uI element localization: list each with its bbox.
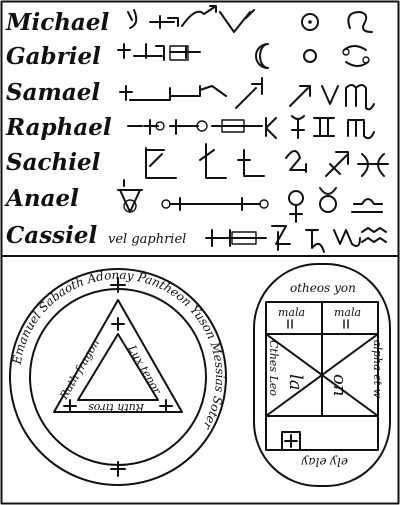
libra-sigil-icon	[351, 198, 383, 213]
oval-left-side: Cthes Leo	[267, 340, 280, 396]
angel-name-gabriel: Gabriel	[6, 43, 101, 70]
aquarius-sigil-icon	[361, 227, 387, 243]
anael-sigil-icon	[117, 179, 143, 213]
saturn-sigil-icon	[271, 225, 291, 251]
angel-name-samael: Samael	[6, 79, 100, 106]
saturn-glyph-icon	[305, 229, 325, 253]
angel-name-michael: Michael	[5, 9, 109, 36]
sagittarius-sigil-icon	[325, 151, 349, 177]
oval-seal: otheos yon mala mala Cthes Leo alpha et …	[253, 263, 391, 487]
jupiter-sigil-icon	[285, 150, 307, 173]
leo-sigil-icon	[347, 11, 373, 33]
oval-bottom-text: ely elay	[301, 455, 348, 469]
round-seal-inner-ring	[29, 288, 207, 466]
gabriel-sigil-icon	[117, 43, 201, 61]
anael-line-icon	[169, 197, 261, 211]
round-seal: Emanuel Sabaoth Adonay Pantheon Yuson Me…	[9, 268, 227, 486]
gemini-sigil-icon	[313, 117, 335, 137]
oval-left-cell: mala	[278, 306, 305, 319]
rune-l-icon	[199, 143, 227, 179]
sachiel-sigil-icon	[145, 147, 177, 179]
angel-name-sachiel: Sachiel	[6, 149, 101, 176]
rune-k-icon	[265, 117, 277, 139]
oval-top-text: otheos yon	[290, 281, 356, 295]
mars-glyph-icon	[289, 85, 311, 107]
cross-icon-center	[111, 317, 125, 331]
rune-l2-icon	[237, 149, 265, 177]
mars-sigil-icon	[181, 5, 217, 27]
cross-icon-right	[159, 399, 173, 413]
oval-center-right: on	[329, 374, 350, 396]
inner-triangle	[77, 333, 159, 401]
gabriel-sigils	[117, 43, 370, 69]
sachiel-sigils	[145, 143, 389, 179]
oval-center-left: la	[285, 374, 306, 391]
outer-triangle	[53, 299, 183, 413]
pisces-sigil-icon	[357, 153, 389, 177]
anael-sigils	[117, 179, 383, 223]
moon-orb-icon	[303, 49, 317, 63]
taurus-sigil-icon	[319, 187, 337, 195]
samael-sigil-icon	[119, 85, 227, 101]
venus-sigil-icon	[289, 205, 303, 223]
angel-name-cassiel: Cassiel	[6, 222, 97, 249]
cross-icon-bottom	[110, 461, 126, 477]
cross-icon-top	[110, 277, 126, 293]
aries-sigil-icon	[321, 85, 339, 105]
scorpio-sigil-icon	[345, 84, 375, 111]
michael-sigil-icon	[127, 9, 179, 29]
mercury-sigil-icon	[291, 115, 305, 139]
angel-name-anael: Anael	[4, 185, 79, 212]
sun-sigil-icon	[301, 13, 319, 31]
cassiel-note: vel gaphriel	[108, 232, 186, 247]
oval-seal-outline	[253, 263, 391, 487]
cross-icon-left	[63, 399, 77, 413]
cassiel-sigils	[205, 225, 387, 253]
oval-right-side: alpha et w	[371, 340, 384, 399]
round-seal-outer-ring	[9, 268, 227, 486]
samael-sigils	[119, 77, 375, 111]
capricorn-sigil-icon	[333, 229, 361, 247]
moon-sigil-icon	[255, 43, 269, 69]
mars-arrow-icon	[235, 77, 263, 109]
vav-sigil-icon	[219, 9, 255, 33]
oval-cross-icon	[284, 434, 298, 448]
virgo-sigil-icon	[347, 119, 375, 140]
raphael-sigil-icon	[127, 119, 263, 135]
michael-sigils	[127, 5, 373, 33]
raphael-sigils	[127, 115, 375, 140]
oval-cross-box	[281, 431, 301, 451]
oval-right-cell: mala	[334, 306, 361, 319]
angel-name-raphael: Raphael	[5, 114, 112, 141]
triangle-text-bottom: Ruth tiros	[88, 401, 145, 414]
